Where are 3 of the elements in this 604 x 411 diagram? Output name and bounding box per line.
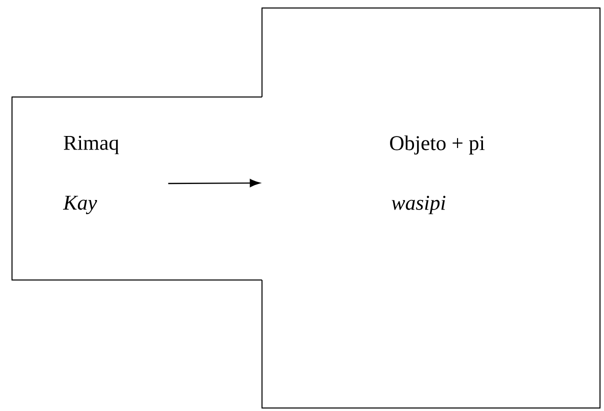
text-box: Rimaq Kay xyxy=(12,96,262,280)
arrow xyxy=(168,179,260,188)
text-box: Objeto + pi wasipi xyxy=(262,8,600,408)
